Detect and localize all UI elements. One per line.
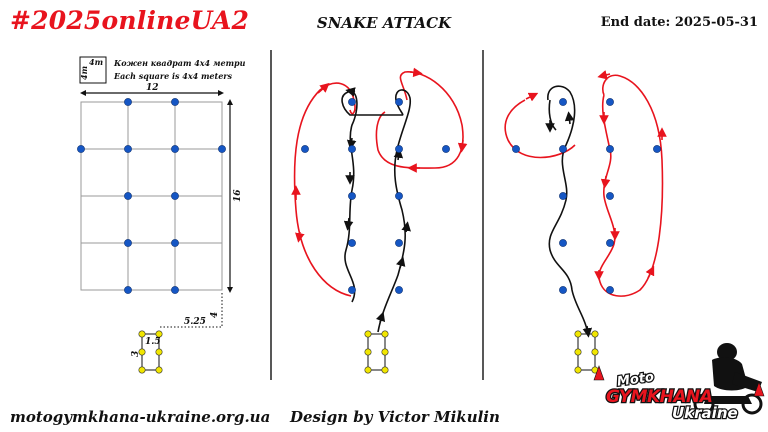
legend-note-ua: Кожен квадрат 4x4 метри bbox=[113, 58, 246, 68]
route-arrow bbox=[396, 256, 406, 269]
route-panel-b bbox=[504, 70, 667, 374]
cone bbox=[395, 145, 403, 153]
route-arrow bbox=[401, 221, 411, 233]
rider-silhouette-icon bbox=[693, 343, 763, 415]
red-route-path bbox=[504, 74, 664, 297]
box-height-label: 3 bbox=[131, 351, 141, 357]
logo-text-ukraine: Ukraine bbox=[672, 404, 738, 422]
layout-panel: 4m 4m Кожен квадрат 4x4 метри Each squar… bbox=[77, 56, 246, 374]
route-arrow bbox=[457, 139, 468, 153]
cone bbox=[606, 239, 614, 247]
route-arrow bbox=[525, 92, 539, 102]
grid-cones bbox=[77, 98, 226, 294]
offset-vertical-label: 4 bbox=[210, 312, 220, 318]
cone bbox=[559, 98, 567, 106]
cone bbox=[442, 145, 450, 153]
route-arrow bbox=[295, 231, 305, 243]
traffic-cone-icon bbox=[753, 381, 765, 397]
start-offset-line bbox=[158, 293, 223, 328]
traffic-cone-icon bbox=[593, 365, 605, 381]
cone bbox=[395, 286, 403, 294]
logo-text-gymkhana: GYMKHANA bbox=[606, 387, 712, 407]
route-arrow bbox=[346, 137, 357, 150]
cone bbox=[395, 239, 403, 247]
cone bbox=[512, 145, 520, 153]
cone bbox=[559, 286, 567, 294]
cone bbox=[348, 286, 356, 294]
cone bbox=[124, 192, 132, 200]
cone bbox=[606, 192, 614, 200]
course-grid bbox=[80, 101, 223, 291]
cone bbox=[348, 145, 356, 153]
end-date: End date: 2025-05-31 bbox=[600, 15, 758, 30]
cone bbox=[171, 98, 179, 106]
website-link[interactable]: motogymkhana-ukraine.org.ua bbox=[10, 408, 271, 426]
black-route-path bbox=[341, 89, 412, 333]
width-dimension-label: 12 bbox=[146, 83, 159, 93]
event-tag: #2025onlineUA2 bbox=[10, 6, 250, 35]
black-route-path bbox=[547, 85, 588, 331]
route-arrow bbox=[409, 67, 423, 78]
cone bbox=[124, 239, 132, 247]
cone bbox=[395, 98, 403, 106]
cone bbox=[559, 192, 567, 200]
offset-horizontal-label: 5.25 bbox=[184, 317, 206, 327]
route-arrow bbox=[343, 217, 354, 231]
cone bbox=[348, 98, 356, 106]
route-arrow bbox=[564, 111, 575, 125]
route-arrow bbox=[393, 148, 404, 161]
legend-square-label-top: 4m bbox=[89, 57, 103, 67]
cone bbox=[171, 286, 179, 294]
start-markers bbox=[138, 330, 163, 374]
cone bbox=[348, 239, 356, 247]
route-arrow bbox=[597, 70, 611, 80]
cone bbox=[395, 192, 403, 200]
cone bbox=[606, 145, 614, 153]
height-dimension-label: 16 bbox=[233, 189, 243, 202]
cone bbox=[559, 145, 567, 153]
black-route-path bbox=[548, 99, 557, 131]
cone bbox=[653, 145, 661, 153]
cone bbox=[171, 145, 179, 153]
route-arrow bbox=[645, 265, 655, 279]
cone bbox=[124, 286, 132, 294]
cone bbox=[559, 239, 567, 247]
start-markers bbox=[364, 330, 389, 374]
cone bbox=[606, 98, 614, 106]
legend-square-label-side: 4m bbox=[79, 66, 89, 80]
cone bbox=[77, 145, 85, 153]
route-a-cones bbox=[301, 98, 450, 294]
box-width-label: 1.5 bbox=[145, 337, 161, 347]
moto-gymkhana-ukraine-logo: Moto GYMKHANA Ukraine bbox=[593, 343, 765, 423]
route-arrow bbox=[375, 311, 386, 323]
start-markers bbox=[574, 330, 599, 374]
route-arrow bbox=[600, 175, 611, 189]
route-arrow bbox=[582, 325, 593, 338]
designer-credit: Design by Victor Mikulin bbox=[290, 408, 500, 426]
route-arrow bbox=[345, 87, 356, 97]
cone bbox=[301, 145, 309, 153]
cone bbox=[348, 192, 356, 200]
route-b-cones bbox=[512, 98, 661, 294]
route-arrow bbox=[317, 82, 330, 94]
cone bbox=[124, 98, 132, 106]
cone bbox=[606, 286, 614, 294]
legend-note-en: Each square is 4x4 meters bbox=[113, 71, 233, 81]
cone bbox=[171, 192, 179, 200]
legend-square bbox=[79, 56, 107, 84]
cone bbox=[218, 145, 226, 153]
logo-text-moto: Moto bbox=[616, 370, 655, 390]
cone bbox=[124, 145, 132, 153]
cone bbox=[171, 239, 179, 247]
red-route-path bbox=[293, 71, 464, 297]
route-panel-a bbox=[291, 67, 468, 374]
course-title: SNAKE ATTACK bbox=[316, 14, 452, 32]
